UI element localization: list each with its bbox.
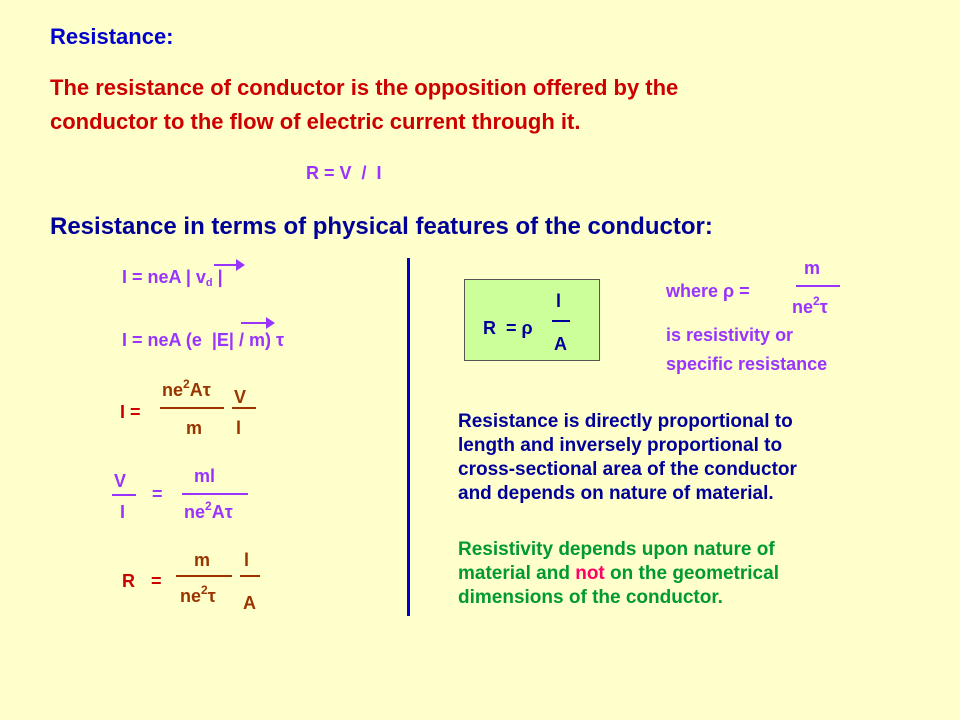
eq5-numerator: m: [194, 550, 211, 570]
eq5-fraction-bar: [176, 575, 232, 577]
eq4-left-bar: [112, 494, 136, 496]
rho-denominator: ne2τ: [792, 294, 828, 318]
eq3-num-sup: 2: [183, 377, 190, 391]
equation-current-field: I = neA (e |E| / m) τ: [122, 330, 284, 350]
resistivity-line2-end: on the geometrical: [604, 563, 779, 584]
emphasis-not: not: [575, 563, 605, 584]
resistance-paragraph: Resistance is directly proportional to l…: [458, 410, 797, 506]
equation-current-drift: I = neA | vd |: [122, 267, 223, 289]
rho-where-label: where ρ =: [666, 281, 750, 301]
rho-description-line-1: is resistivity or: [666, 325, 794, 345]
eq4-equals: =: [152, 484, 163, 504]
resistivity-paragraph-line-1: Resistivity depends upon nature of: [458, 539, 775, 560]
eq1-right: |: [212, 267, 223, 287]
eq3-num-base: ne: [162, 380, 184, 400]
eq4-left-numerator: V: [114, 471, 127, 491]
eq4-rden-rest: Aτ: [211, 502, 233, 522]
rho-den-sup: 2: [813, 294, 820, 308]
resistance-paragraph-line-2: length and inversely proportional to: [458, 435, 783, 456]
eq3-frac2-numerator: V: [234, 387, 247, 407]
eq4-left-denominator: I: [120, 502, 126, 522]
eq5-den-base: ne: [180, 586, 202, 606]
resistivity-paragraph-line-2: material and not on the geometrical: [458, 562, 779, 586]
eq3-lhs: I =: [120, 402, 141, 422]
eq4-right-denominator: ne2Aτ: [184, 499, 233, 523]
eq5-den-rest: τ: [207, 586, 216, 606]
eq5-frac2-numerator: l: [244, 550, 250, 570]
page-title: Resistance:: [50, 24, 174, 49]
eq1-left: I = neA | v: [122, 267, 206, 287]
eq3-numerator: ne2Aτ: [162, 377, 211, 401]
boxed-formula-numerator: l: [556, 291, 562, 311]
resistivity-paragraph: Resistivity depends upon nature of mater…: [458, 538, 779, 610]
eq3-fraction-bar: [160, 407, 224, 409]
eq4-right-bar: [182, 493, 248, 495]
boxed-formula-denominator: A: [554, 334, 567, 354]
rho-numerator: m: [804, 258, 821, 278]
eq5-frac2-denominator: A: [243, 593, 256, 613]
boxed-formula-lhs: R = ρ: [483, 318, 533, 338]
vertical-divider: [407, 258, 410, 616]
vector-arrowhead-e: [266, 317, 275, 329]
resistivity-line2-start: material and: [458, 563, 576, 584]
rho-fraction-bar: [796, 285, 840, 287]
eq3-denominator: m: [186, 418, 203, 438]
eq4-rden-sup: 2: [205, 499, 212, 513]
definition-line-2: conductor to the flow of electric curren…: [50, 109, 581, 134]
eq5-den-sup: 2: [201, 583, 208, 597]
eq1-subscript: d: [205, 277, 213, 289]
eq5-equals: =: [151, 571, 162, 591]
resistivity-formula-box: [464, 279, 600, 361]
eq5-lhs: R: [122, 571, 135, 591]
vector-arrow-vd: [214, 264, 242, 266]
rho-den-rest: τ: [819, 297, 828, 317]
boxed-formula-bar: [552, 320, 570, 322]
eq4-right-numerator: ml: [194, 466, 216, 486]
ohms-law-formula: R = V / I: [306, 163, 382, 183]
section-subheading: Resistance in terms of physical features…: [50, 213, 713, 240]
resistance-paragraph-line-1: Resistance is directly proportional to: [458, 411, 793, 432]
eq5-frac2-bar: [240, 575, 260, 577]
vector-arrow-e: [241, 322, 271, 324]
eq3-frac2-bar: [232, 407, 256, 409]
resistivity-paragraph-line-3: dimensions of the conductor.: [458, 587, 723, 608]
eq3-frac2-denominator: l: [236, 418, 242, 438]
vector-arrowhead-vd: [236, 259, 245, 271]
eq4-rden-base: ne: [184, 502, 206, 522]
definition-line-1: The resistance of conductor is the oppos…: [50, 75, 679, 100]
eq5-denominator: ne2τ: [180, 583, 216, 607]
rho-den-base: ne: [792, 297, 814, 317]
eq3-num-rest: Aτ: [189, 380, 211, 400]
resistance-paragraph-line-3: cross-sectional area of the conductor: [458, 459, 797, 480]
rho-description-line-2: specific resistance: [666, 354, 828, 374]
resistance-paragraph-line-4: and depends on nature of material.: [458, 483, 774, 504]
